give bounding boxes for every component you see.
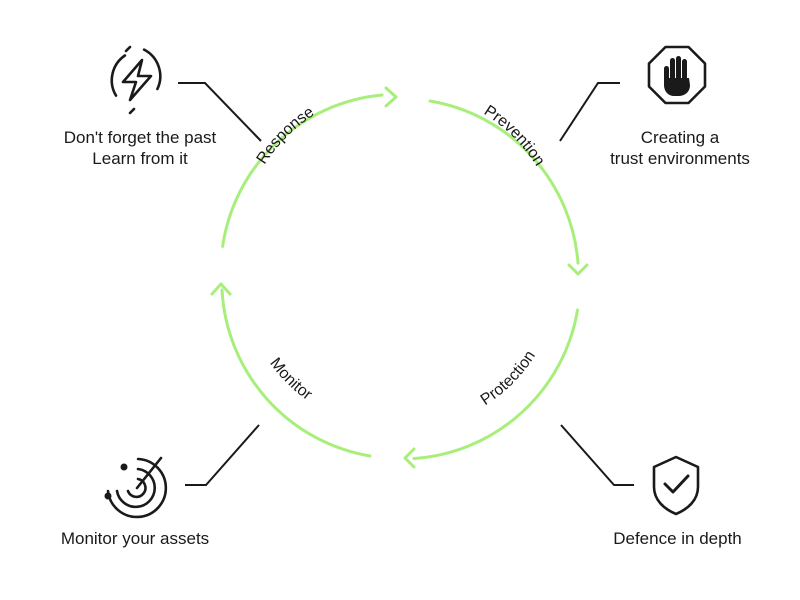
caption-response: Don't forget the past Learn from it	[40, 127, 240, 169]
caption-response-line-1: Don't forget the past	[63, 128, 217, 147]
lightning-bolt-icon	[110, 45, 162, 115]
caption-monitor: Monitor your assets	[40, 528, 230, 549]
radar-icon	[104, 456, 168, 519]
arrowhead-monitor	[210, 282, 232, 296]
phase-label-prevention: Prevention	[481, 102, 548, 169]
caption-response-line-2: Learn from it	[92, 149, 188, 168]
caption-prevention-line-2: trust environments	[610, 149, 750, 168]
connector-response	[178, 82, 262, 142]
arc-prevention	[428, 99, 580, 265]
phase-label-protection: Protection	[478, 348, 539, 409]
caption-protection: Defence in depth	[590, 528, 765, 549]
arrowhead-response	[384, 86, 398, 108]
caption-monitor-line-1: Monitor your assets	[60, 529, 210, 548]
caption-protection-line-1: Defence in depth	[613, 529, 742, 548]
arc-protection	[412, 308, 579, 460]
arc-response	[221, 93, 384, 248]
connector-monitor	[185, 424, 260, 486]
cycle-arcs	[210, 86, 589, 469]
phase-label-monitor: Monitor	[266, 355, 315, 404]
arc-monitor	[220, 288, 372, 458]
stop-hand-icon	[647, 45, 707, 105]
caption-prevention: Creating a trust environments	[585, 127, 775, 169]
connector-protection	[560, 424, 634, 486]
arrowhead-protection	[403, 447, 416, 469]
caption-prevention-line-1: Creating a	[640, 128, 720, 147]
connector-prevention	[559, 82, 620, 142]
phase-label-response: Response	[254, 104, 318, 168]
arrowhead-prevention	[567, 263, 589, 276]
shield-check-icon	[652, 455, 700, 516]
connector-lines	[178, 82, 634, 486]
